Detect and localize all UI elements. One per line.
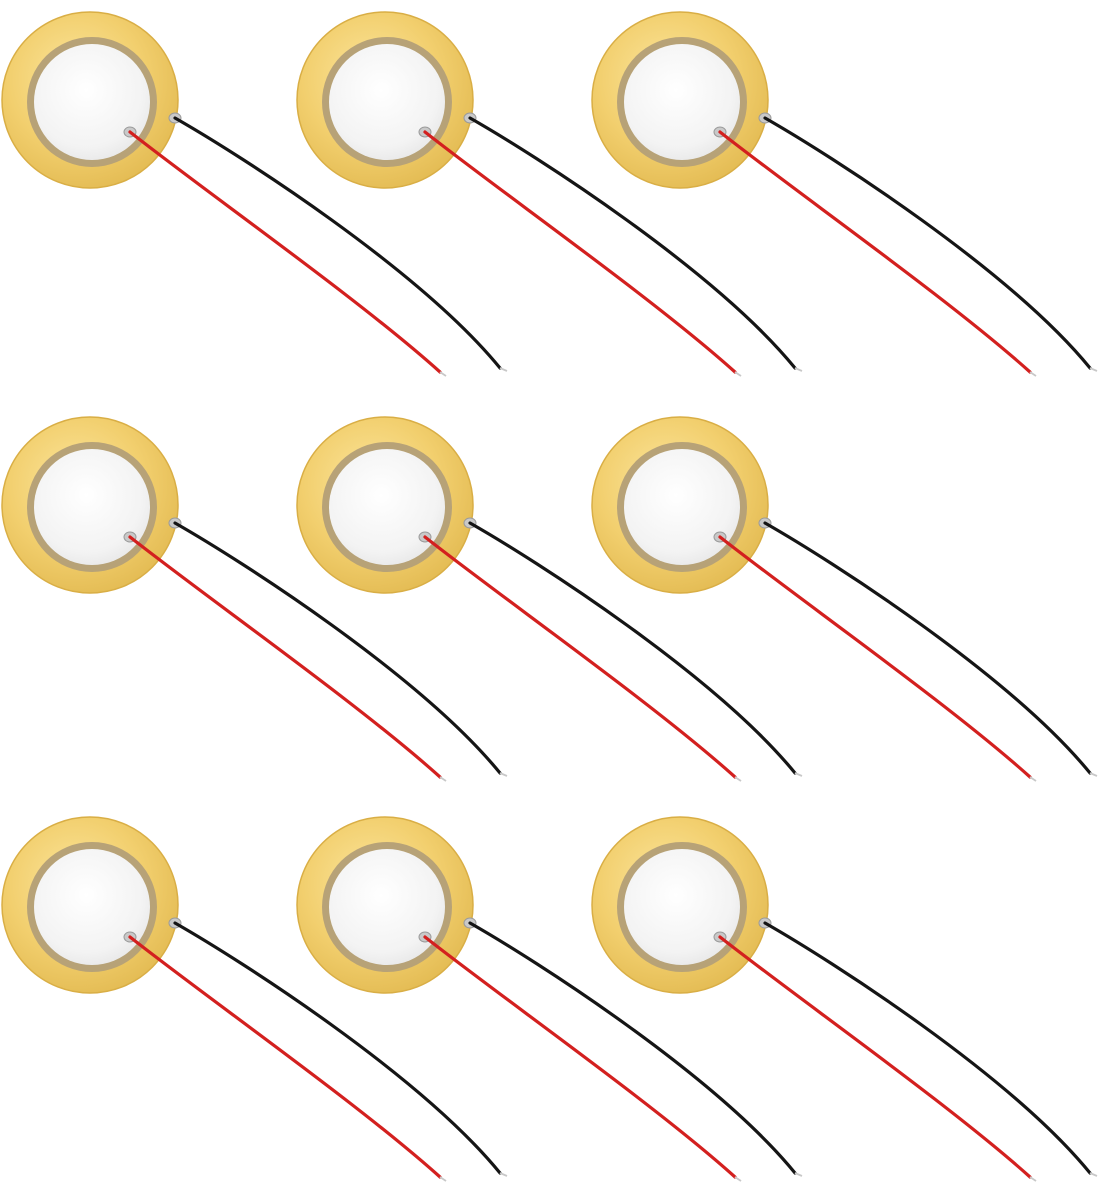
black-wire-tip xyxy=(794,772,803,777)
piezo-disc-4 xyxy=(1,416,508,782)
red-wire-tip xyxy=(1029,371,1037,377)
piezo-disc-5 xyxy=(296,416,803,782)
piezo-disc-1 xyxy=(1,11,508,377)
red-lead-wire xyxy=(423,130,737,374)
black-lead-wire xyxy=(763,116,1092,370)
disc-grid xyxy=(1,11,1098,1182)
red-wire-tip xyxy=(1029,776,1037,782)
red-lead-wire xyxy=(128,935,442,1179)
ceramic-element xyxy=(329,449,445,565)
black-lead-wire xyxy=(173,521,502,775)
ceramic-element xyxy=(34,449,150,565)
red-lead-wire xyxy=(423,535,737,779)
ceramic-element xyxy=(329,44,445,160)
piezo-disc-3 xyxy=(591,11,1098,377)
red-lead-wire xyxy=(128,535,442,779)
ceramic-element xyxy=(624,449,740,565)
ceramic-element xyxy=(624,44,740,160)
black-wire-tip xyxy=(794,1172,803,1177)
ceramic-element xyxy=(34,44,150,160)
red-lead-wire xyxy=(718,130,1032,374)
red-wire-tip xyxy=(734,371,742,377)
red-lead-wire xyxy=(718,935,1032,1179)
piezo-disc-6 xyxy=(591,416,1098,782)
black-wire-tip xyxy=(1089,367,1098,372)
black-wire-tip xyxy=(1089,772,1098,777)
ceramic-element xyxy=(624,849,740,965)
black-wire-tip xyxy=(1089,1172,1098,1177)
red-lead-wire xyxy=(128,130,442,374)
black-wire-tip xyxy=(499,772,508,777)
black-lead-wire xyxy=(468,521,797,775)
black-lead-wire xyxy=(173,116,502,370)
red-wire-tip xyxy=(1029,1176,1037,1182)
piezo-disc-9 xyxy=(591,816,1098,1182)
red-wire-tip xyxy=(734,1176,742,1182)
black-wire-tip xyxy=(794,367,803,372)
piezo-disc-2 xyxy=(296,11,803,377)
red-wire-tip xyxy=(439,1176,447,1182)
black-lead-wire xyxy=(763,921,1092,1175)
black-lead-wire xyxy=(468,921,797,1175)
piezo-disc-7 xyxy=(1,816,508,1182)
black-wire-tip xyxy=(499,367,508,372)
red-wire-tip xyxy=(439,371,447,377)
black-lead-wire xyxy=(468,116,797,370)
red-wire-tip xyxy=(734,776,742,782)
red-lead-wire xyxy=(423,935,737,1179)
red-wire-tip xyxy=(439,776,447,782)
ceramic-element xyxy=(329,849,445,965)
black-lead-wire xyxy=(173,921,502,1175)
black-wire-tip xyxy=(499,1172,508,1177)
red-lead-wire xyxy=(718,535,1032,779)
piezo-disc-8 xyxy=(296,816,803,1182)
ceramic-element xyxy=(34,849,150,965)
black-lead-wire xyxy=(763,521,1092,775)
